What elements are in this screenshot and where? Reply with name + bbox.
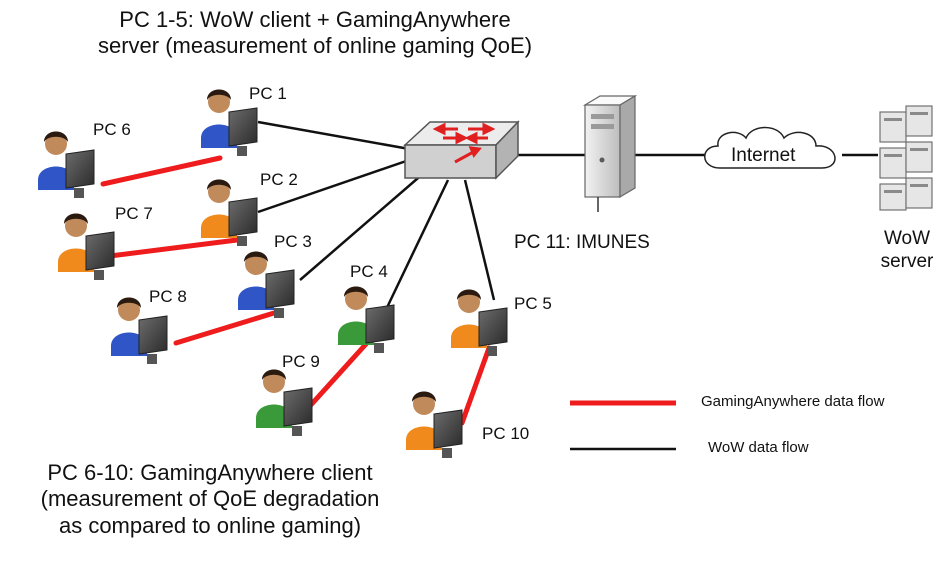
top-caption-line-1: PC 1-5: WoW client + GamingAnywhere <box>119 7 511 32</box>
label-pc10: PC 10 <box>482 424 530 443</box>
bottom-caption-line-2: (measurement of QoE degradation <box>40 486 380 512</box>
link-pc5-router <box>463 179 496 301</box>
label-internet: Internet <box>731 145 796 166</box>
link-pc10-pc5 <box>459 345 492 426</box>
label-pc3: PC 3 <box>274 232 312 251</box>
label-wow-server: WoW server <box>867 228 947 274</box>
label-pc9: PC 9 <box>282 352 320 371</box>
label-pc5: PC 5 <box>514 294 552 313</box>
user-pc3-icon <box>238 251 295 318</box>
label-pc4: PC 4 <box>350 262 388 281</box>
label-wow-server-line-1: WoW <box>883 228 931 249</box>
bottom-caption: PC 6-10: GamingAnywhere client (measurem… <box>0 460 420 539</box>
label-wow-server-line-2: server <box>880 250 934 272</box>
user-pc8-icon <box>111 297 168 364</box>
user-pc9-icon <box>256 369 313 436</box>
user-pc10-icon <box>406 391 463 458</box>
internet-cloud-icon <box>704 126 836 169</box>
legend-ga-label: GamingAnywhere data flow <box>701 393 885 410</box>
wow-server-icon <box>879 105 933 211</box>
link-pc8-pc3 <box>173 310 277 346</box>
label-pc2: PC 2 <box>260 170 298 189</box>
link-pc2-router <box>257 156 416 214</box>
bottom-caption-line-1: PC 6-10: GamingAnywhere client <box>47 460 373 485</box>
label-pc7: PC 7 <box>115 204 153 223</box>
link-pc3-router <box>299 171 426 281</box>
link-pc6-pc1 <box>100 155 223 187</box>
user-pc5-icon <box>451 289 508 356</box>
link-pc7-pc2 <box>99 237 240 260</box>
user-pc1-icon <box>201 89 258 156</box>
router-icon <box>403 120 520 180</box>
bottom-caption-line-3: as compared to online gaming) <box>58 512 362 538</box>
link-pc1-router <box>257 120 416 152</box>
label-pc1: PC 1 <box>249 84 287 103</box>
user-pc6-icon <box>38 131 95 198</box>
user-pc2-icon <box>201 179 258 246</box>
user-pc7-icon <box>58 213 115 280</box>
imunes-server-icon <box>582 94 638 212</box>
top-caption: PC 1-5: WoW client + GamingAnywhere serv… <box>30 7 600 60</box>
wow-flow-links <box>257 120 878 319</box>
top-caption-line-2: server (measurement of online gaming QoE… <box>97 33 533 59</box>
label-pc8: PC 8 <box>149 287 187 306</box>
user-pc4-icon <box>338 286 395 353</box>
link-pc4-router <box>380 179 450 319</box>
legend-wow-label: WoW data flow <box>708 439 809 456</box>
label-pc6: PC 6 <box>93 120 131 139</box>
label-imunes: PC 11: IMUNES <box>514 232 650 253</box>
